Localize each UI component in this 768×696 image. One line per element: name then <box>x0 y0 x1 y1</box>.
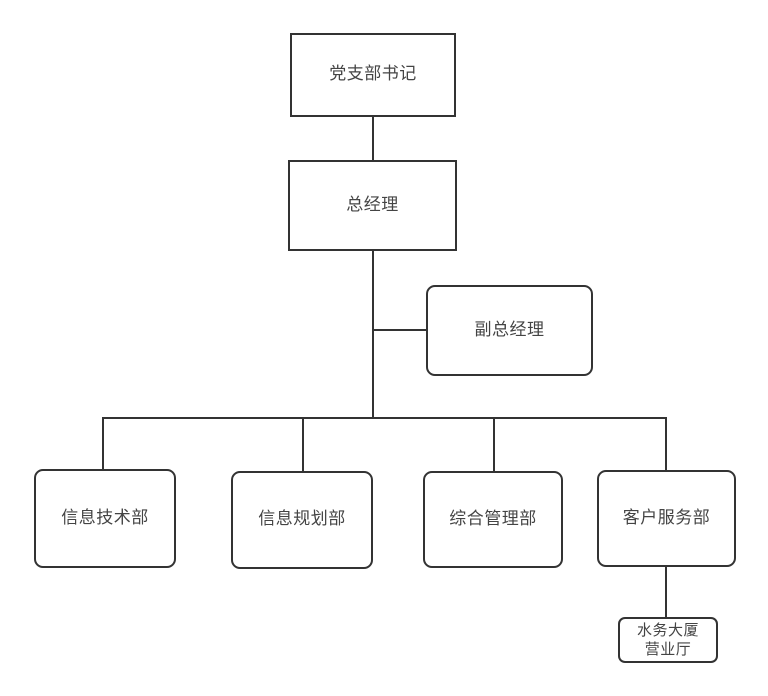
connector-bus-to-management <box>493 417 495 471</box>
node-party-secretary[interactable]: 党支部书记 <box>290 33 456 117</box>
connector-bus-to-customer-service <box>665 417 667 470</box>
node-deputy-general-manager[interactable]: 副总经理 <box>426 285 593 376</box>
node-water-affairs-building-business-hall-label: 水务大厦 营业厅 <box>636 621 699 658</box>
node-customer-service-department-label: 客户服务部 <box>622 507 711 528</box>
node-it-department-label: 信息技术部 <box>61 507 149 528</box>
connector-trunk-to-deputy <box>372 329 427 331</box>
node-comprehensive-management-department-label: 综合管理部 <box>449 508 537 529</box>
node-comprehensive-management-department[interactable]: 综合管理部 <box>423 471 563 568</box>
node-party-secretary-label: 党支部书记 <box>329 64 417 85</box>
connector-general-manager-trunk <box>372 251 374 418</box>
node-customer-service-department[interactable]: 客户服务部 <box>597 470 736 567</box>
connector-secretary-to-general-manager <box>372 117 374 160</box>
connector-bus-to-it <box>102 417 104 469</box>
node-information-planning-department-label: 信息规划部 <box>258 509 346 530</box>
node-it-department[interactable]: 信息技术部 <box>34 469 176 568</box>
connector-department-bus <box>102 417 667 419</box>
node-general-manager-label: 总经理 <box>346 194 399 215</box>
node-water-affairs-building-business-hall[interactable]: 水务大厦 营业厅 <box>618 617 718 663</box>
node-general-manager[interactable]: 总经理 <box>288 160 457 251</box>
connector-bus-to-planning <box>302 417 304 471</box>
node-deputy-general-manager-label: 副总经理 <box>474 319 545 340</box>
node-information-planning-department[interactable]: 信息规划部 <box>231 471 373 569</box>
connector-customer-service-to-business-hall <box>665 567 667 617</box>
